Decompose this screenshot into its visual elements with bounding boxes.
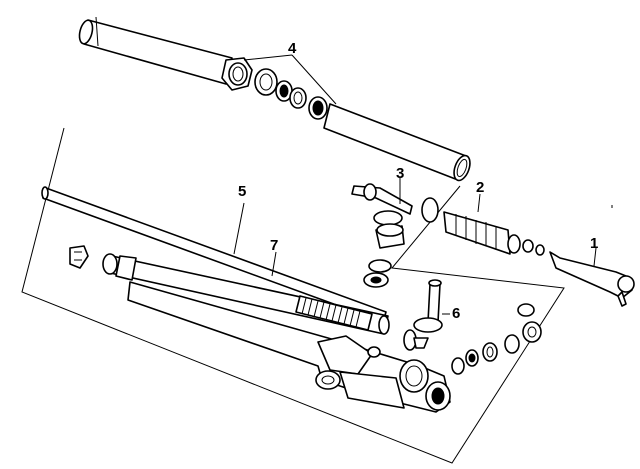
- callout-2: 2: [476, 179, 484, 196]
- steering-gear-housing: [127, 281, 451, 413]
- part-2-rack-boot: [421, 193, 545, 256]
- part-5-rack-bar: [41, 186, 387, 323]
- part-5-group-outline: [21, 127, 565, 464]
- callout-7: 7: [270, 237, 278, 254]
- part-4-rack-tube-assembly: [78, 16, 471, 182]
- rack-tube-lower: [323, 103, 471, 182]
- callout-5: 5: [238, 183, 246, 200]
- rack-teeth: [301, 297, 361, 328]
- callout-1-leader: [593, 247, 597, 267]
- callout-6: 6: [452, 305, 460, 322]
- callout-1: 1: [590, 235, 598, 252]
- housing-seals: [451, 303, 542, 375]
- callout-3: 3: [396, 165, 404, 182]
- rack-tube-upper: [78, 16, 233, 85]
- retaining-clip: [69, 245, 89, 269]
- callout-5-leader: [233, 202, 245, 255]
- part-3-inner-tie-rod: [351, 178, 413, 288]
- part-6-bolt: [413, 279, 450, 349]
- callout-7-leader: [271, 251, 277, 277]
- callout-4: 4: [288, 40, 297, 57]
- callout-2-leader: [477, 193, 481, 213]
- part-1-tie-rod-end: [549, 247, 635, 307]
- seal-rings: [254, 68, 328, 120]
- part-7-rack-gear: [102, 251, 390, 335]
- tube-end-nut: [221, 57, 253, 91]
- callout-4-leader: [243, 54, 337, 105]
